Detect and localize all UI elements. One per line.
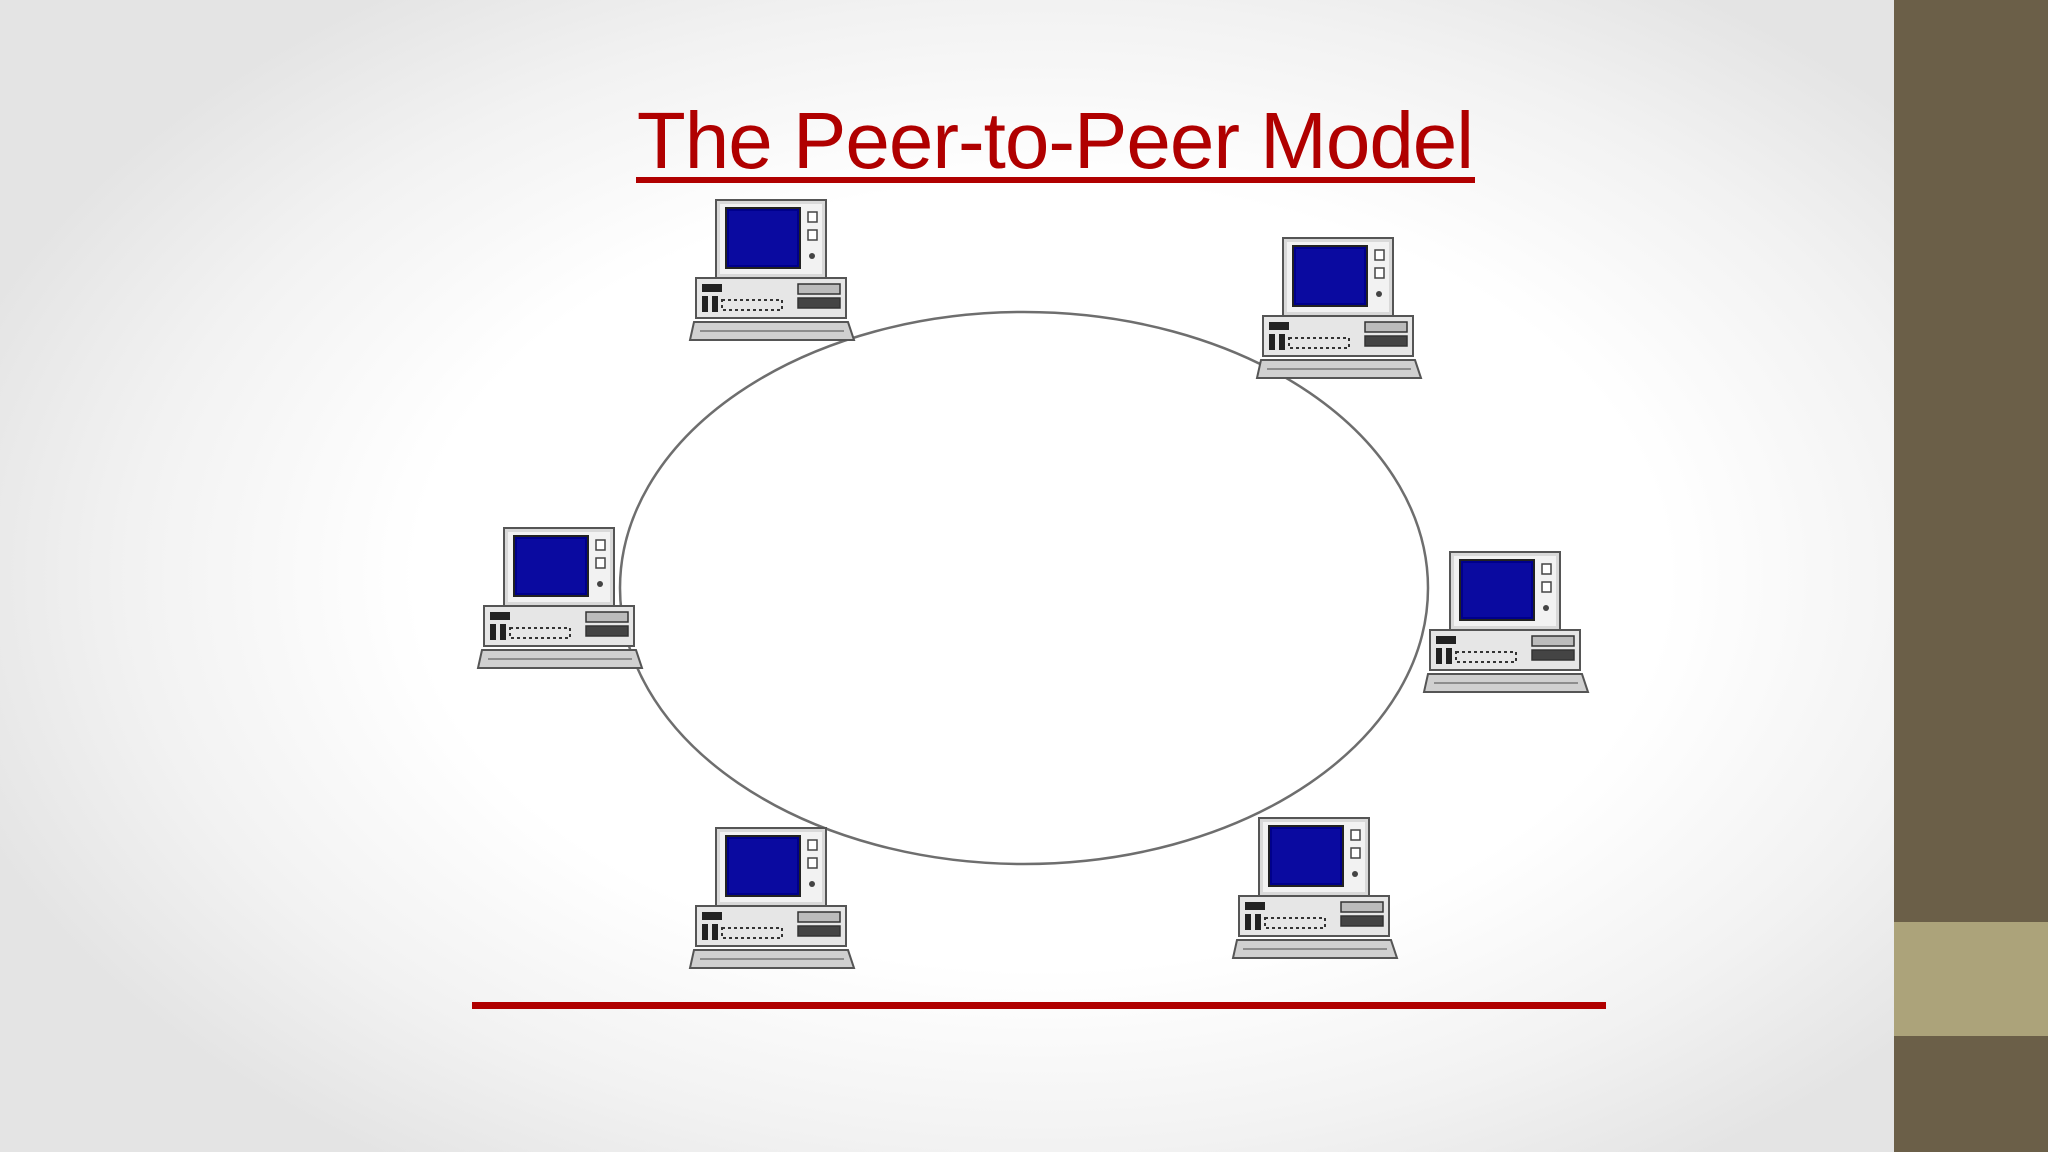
peer-to-peer-diagram: [477, 199, 1589, 969]
desktop-computer-icon: [477, 527, 643, 669]
desktop-computer-icon: [1256, 237, 1422, 379]
sidebar-band: [1894, 922, 2048, 1036]
title-underline: [636, 177, 1475, 183]
bottom-rule: [472, 1002, 1606, 1009]
desktop-computer-icon: [689, 827, 855, 969]
decorative-sidebar: [1894, 0, 2048, 1152]
slide-canvas: The Peer-to-Peer Model: [0, 0, 1894, 1152]
slide-title: The Peer-to-Peer Model: [636, 96, 1474, 185]
desktop-computer-icon: [1423, 551, 1589, 693]
desktop-computer-icon: [689, 199, 855, 341]
network-ring: [618, 310, 1430, 866]
desktop-computer-icon: [1232, 817, 1398, 959]
